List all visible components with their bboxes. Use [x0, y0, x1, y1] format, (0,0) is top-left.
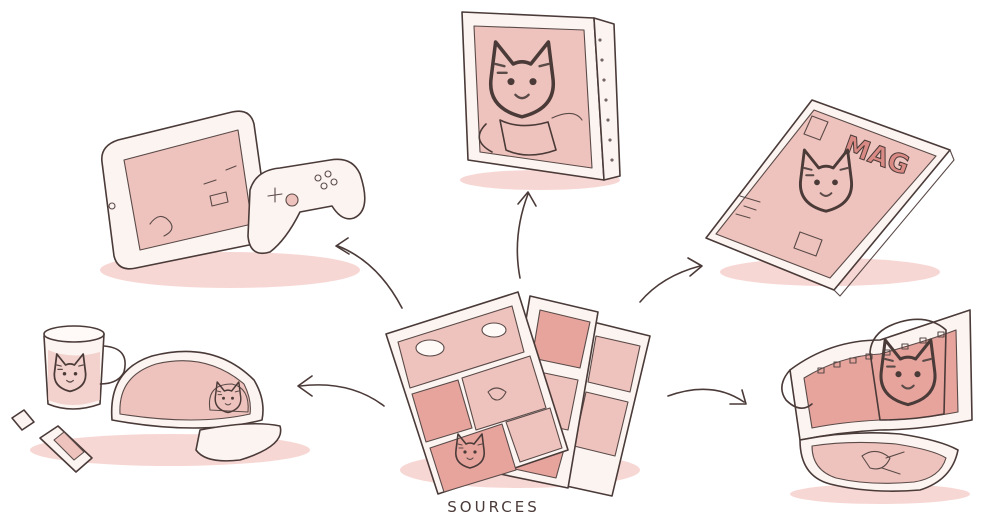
- arrow-to-film: [668, 389, 746, 404]
- magazine-icon: MAG: [706, 100, 954, 296]
- arrow-to-magazine: [640, 258, 702, 302]
- merchandise-icon: [12, 326, 310, 472]
- arrow-to-canvas: [517, 192, 536, 278]
- tablet-game-icon: [100, 111, 365, 288]
- arrow-to-merchandise: [298, 376, 384, 406]
- canvas-print-icon: [460, 12, 620, 190]
- comic-pages-icon: [386, 292, 650, 496]
- film-strip-icon: [782, 310, 972, 504]
- caption-sources: SOURCES: [0, 498, 987, 516]
